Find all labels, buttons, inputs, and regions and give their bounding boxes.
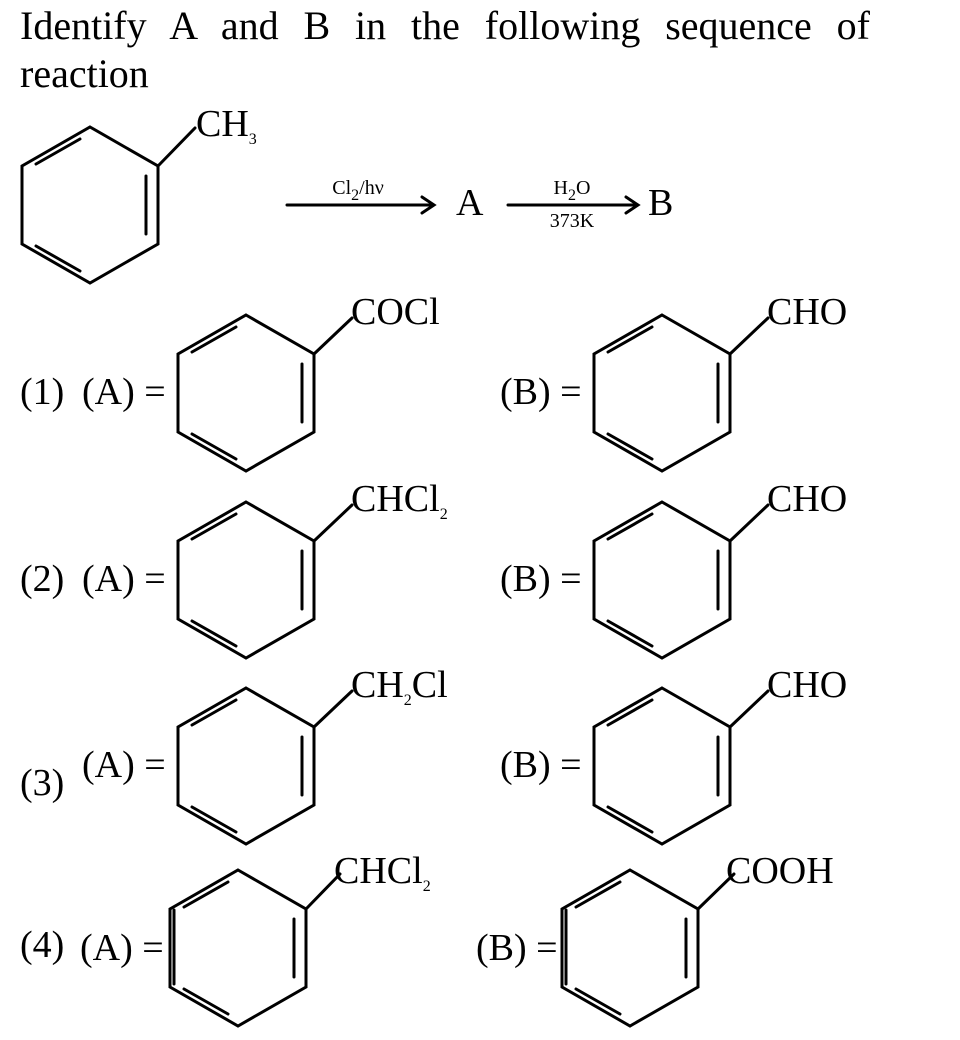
- option-1-a-structure: COCl: [176, 291, 440, 473]
- option-3-number: (3): [20, 762, 64, 804]
- option-1-b-structure: CHO: [592, 291, 847, 473]
- toluene-structure: CH3: [20, 103, 257, 285]
- option-4-b-label: (B) =: [476, 927, 558, 969]
- intermediate-label: A: [456, 182, 484, 224]
- benzene-ring: [168, 868, 308, 1028]
- option-4[interactable]: (4) (A) = CHCl2 (B) = COOH: [20, 850, 834, 1028]
- option-4-number: (4): [20, 924, 64, 966]
- option-3[interactable]: (3) (A) = CH2Cl (B) = CHO: [20, 664, 847, 846]
- benzene-ring: [592, 500, 732, 660]
- step1-arrow: [285, 195, 437, 215]
- option-3-b-structure: CHO: [592, 664, 847, 846]
- product-label: B: [648, 182, 673, 224]
- step1-reagent: Cl2/hν: [332, 177, 384, 204]
- option-1-a-label: (A) =: [82, 371, 166, 413]
- option-1[interactable]: (1) (A) = COCl (B) = CHO: [20, 291, 847, 473]
- step2-condition: 373K: [550, 210, 595, 232]
- option-1-b-label: (B) =: [500, 371, 582, 413]
- substituent-bond: [304, 872, 342, 911]
- option-4-b-structure: COOH: [560, 850, 834, 1028]
- step2-arrow: [506, 195, 641, 215]
- option-3-b-label: (B) =: [500, 744, 582, 786]
- substituent-bond: [728, 689, 770, 729]
- option-2-a-group: CHCl2: [351, 478, 448, 523]
- benzene-ring: [592, 686, 732, 846]
- option-4-b-group: COOH: [726, 850, 834, 892]
- option-1-a-group: COCl: [351, 291, 440, 333]
- substituent-bond: [728, 503, 770, 543]
- option-2-b-structure: CHO: [592, 478, 847, 660]
- benzene-ring: [176, 313, 316, 473]
- start-group-label: CH3: [196, 103, 257, 148]
- option-4-a-group: CHCl2: [334, 850, 431, 895]
- substituent-bond: [728, 316, 770, 356]
- benzene-ring: [592, 313, 732, 473]
- option-2-b-label: (B) =: [500, 558, 582, 600]
- option-3-b-group: CHO: [767, 664, 847, 706]
- option-3-a-group: CH2Cl: [351, 664, 448, 709]
- benzene-ring: [176, 686, 316, 846]
- substituent-bond: [312, 689, 354, 729]
- benzene-ring: [560, 868, 700, 1028]
- option-2-a-label: (A) =: [82, 558, 166, 600]
- substituent-bond: [696, 872, 736, 911]
- substituent-bond: [312, 503, 354, 543]
- benzene-ring: [20, 125, 160, 285]
- option-2-b-group: CHO: [767, 478, 847, 520]
- step2-reagent: H2O: [554, 177, 591, 204]
- question-text: Identify A and B in the following sequen…: [20, 3, 870, 96]
- option-4-a-label: (A) =: [80, 927, 164, 969]
- substituent-bond: [156, 126, 197, 168]
- option-3-a-structure: CH2Cl: [176, 664, 448, 846]
- option-3-a-label: (A) =: [82, 744, 166, 786]
- option-2-number: (2): [20, 558, 64, 600]
- option-1-number: (1): [20, 371, 64, 413]
- option-2-a-structure: CHCl2: [176, 478, 448, 660]
- option-2[interactable]: (2) (A) = CHCl2 (B) = CHO: [20, 478, 847, 660]
- option-4-a-structure: CHCl2: [168, 850, 431, 1028]
- substituent-bond: [312, 316, 354, 356]
- benzene-ring: [176, 500, 316, 660]
- option-1-b-group: CHO: [767, 291, 847, 333]
